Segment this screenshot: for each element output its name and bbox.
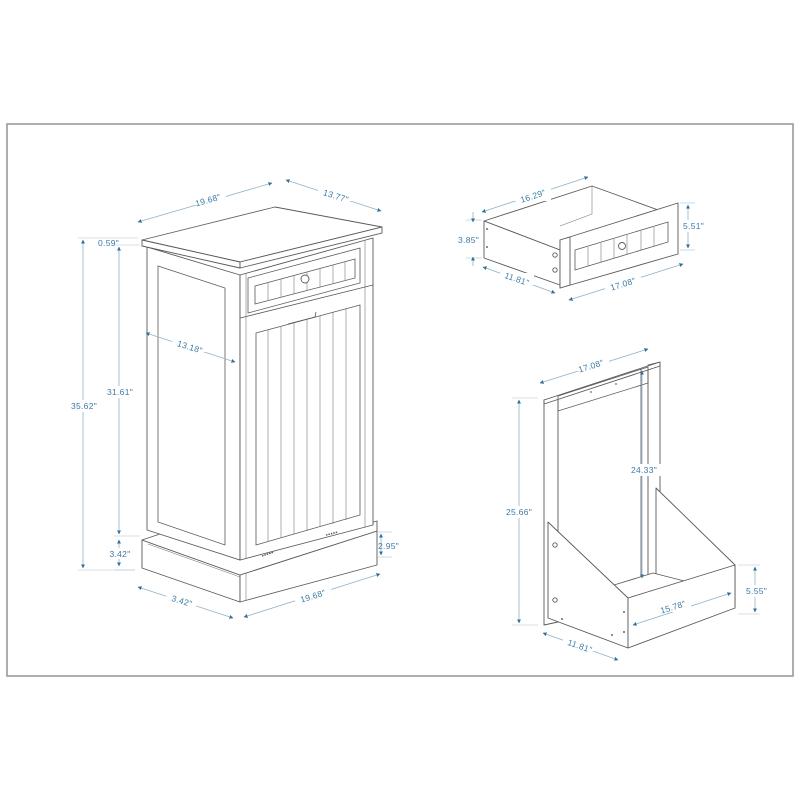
- dim-base-height-left: 3.42": [109, 549, 130, 559]
- dim-body-height: 31.61": [107, 387, 133, 397]
- drawer-front-slats: [587, 227, 655, 266]
- drawer-view-knob-icon: [618, 242, 626, 250]
- cabinet-front: [239, 237, 374, 561]
- cabinet-tilt-door: [255, 304, 361, 546]
- cabinet-drawer-slats: [267, 262, 346, 301]
- cabinet-view: [141, 206, 383, 603]
- bin-frame-dimensions: 17.08" 25.66" 24.33" 5.55" 15.78" 11.81": [500, 348, 778, 661]
- drawer-dimensions: 16.29" 3.85" 5.51" 11.81" 17.08": [458, 176, 714, 301]
- dim-drawer-side-height: 3.85": [458, 235, 479, 245]
- dim-bin-frame-total-height: 25.66": [506, 507, 532, 517]
- dim-top-thickness: 0.59": [98, 238, 119, 248]
- cabinet-door-slats: [267, 309, 347, 541]
- dim-bin-height: 5.55": [746, 586, 767, 596]
- bin-frame-view: [543, 361, 736, 649]
- cabinet-drawer-front: [247, 247, 361, 314]
- dim-base-height-right: 2.95": [378, 541, 399, 551]
- cabinet-dimensions: 19.68" 13.77" 0.59" 35.62" 31.61" 3.42" …: [65, 179, 399, 619]
- dim-bin-frame-inner-height: 24.33": [631, 465, 657, 475]
- drawer-knob-icon: [300, 274, 310, 284]
- dim-drawer-front-height: 5.51": [683, 221, 704, 231]
- cabinet-left-side: [146, 246, 241, 561]
- drawing-frame: [6, 123, 794, 677]
- dim-total-height: 35.62": [71, 401, 97, 411]
- door-hinge-marks: [261, 531, 339, 557]
